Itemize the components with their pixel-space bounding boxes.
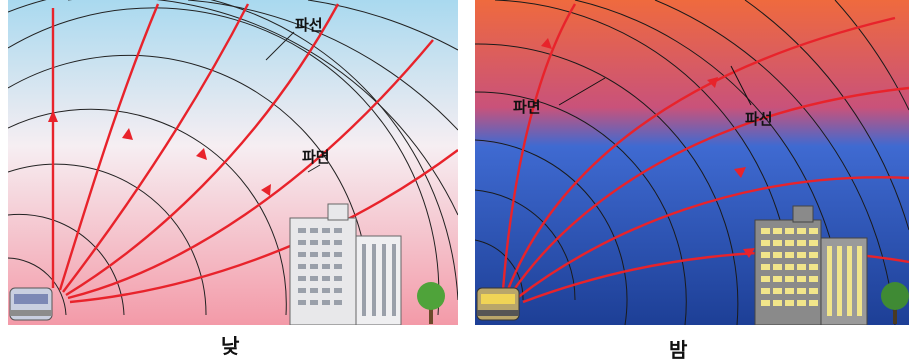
night-train-icon <box>476 287 520 321</box>
night-panel: 파면 파선 <box>474 0 909 326</box>
day-label-wave-ray: 파선 <box>295 16 323 34</box>
day-tree-icon <box>417 282 445 324</box>
day-wave-rays <box>51 3 459 304</box>
night-label-wave-ray: 파선 <box>745 110 773 128</box>
night-ray-arrows <box>541 38 755 258</box>
day-panel: 파선 파면 <box>7 0 459 326</box>
day-train-icon <box>9 287 53 321</box>
day-building-windows <box>298 228 396 316</box>
night-building-windows <box>761 228 862 316</box>
night-label-wave-front: 파면 <box>513 98 541 116</box>
day-caption: 낮 <box>221 334 240 358</box>
night-caption: 밤 <box>669 338 688 362</box>
day-wave-fronts <box>7 0 459 316</box>
night-diagram: 파면 파선 <box>474 0 909 326</box>
night-tree-icon <box>881 282 909 324</box>
day-diagram: 파선 파면 <box>7 0 459 326</box>
day-label-wave-front: 파면 <box>302 148 330 166</box>
night-wave-rays <box>501 3 909 304</box>
